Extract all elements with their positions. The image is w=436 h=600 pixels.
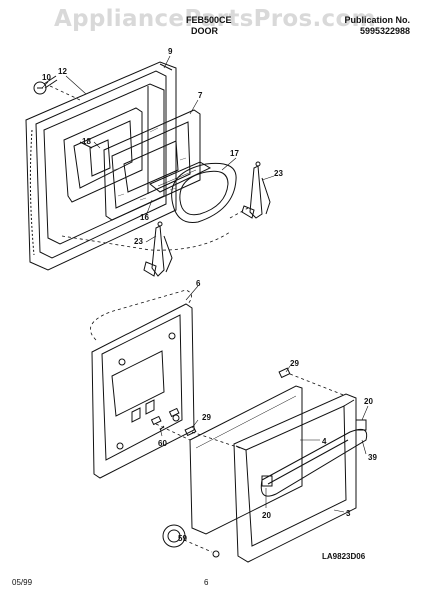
rubber-bumper	[162, 524, 220, 558]
plug-upper	[278, 367, 291, 379]
callout-29-upper: 29	[290, 359, 299, 368]
callout-23-lower: 23	[134, 237, 143, 246]
model-number: FEB500CE	[186, 15, 232, 25]
plug-lower	[184, 425, 197, 437]
door-handle	[260, 428, 368, 497]
drawing-id: LA9823D06	[322, 552, 366, 561]
callout-4: 4	[322, 437, 327, 446]
callout-20-right: 20	[364, 397, 373, 406]
publication-number: 5995322988	[359, 26, 410, 36]
footer-page-number: 6	[204, 578, 209, 587]
callout-9: 9	[168, 47, 173, 56]
door-hinge-left	[143, 221, 173, 277]
window-bracket	[79, 139, 111, 177]
callout-6: 6	[196, 279, 201, 288]
callout-29-lower: 29	[202, 413, 211, 422]
watermark: AppliancePartsPros.com	[54, 6, 376, 32]
door-back-panel	[91, 303, 195, 479]
callout-17: 17	[230, 149, 239, 158]
panel-connector-line	[90, 289, 192, 341]
window-glass	[149, 161, 212, 193]
callout-59: 59	[178, 534, 187, 543]
window-gasket	[171, 162, 237, 224]
callout-3: 3	[346, 509, 351, 518]
callout-23-upper: 23	[274, 169, 283, 178]
callout-7: 7	[198, 91, 203, 100]
handle-end-cap-left	[261, 475, 273, 487]
section-title: DOOR	[191, 26, 218, 36]
handle-end-cap-right	[355, 419, 367, 431]
assembly-lines-upper	[49, 85, 249, 251]
callout-10: 10	[42, 73, 51, 82]
footer-date: 05/99	[12, 578, 33, 587]
door-liner	[103, 109, 201, 221]
callout-18: 18	[82, 137, 91, 146]
leader-lines	[41, 55, 369, 513]
callout-labels: 9 12 10 7 18 17 23 16 23 6 29 29 60 20 4…	[42, 47, 377, 543]
door-hinge-right	[241, 161, 271, 219]
outer-door	[233, 393, 357, 563]
publication-label: Publication No.	[344, 15, 410, 25]
callout-60: 60	[158, 439, 167, 448]
screw	[33, 75, 58, 95]
callout-39: 39	[368, 453, 377, 462]
callout-20-left: 20	[262, 511, 271, 520]
panel-clips	[150, 407, 180, 431]
assembly-lines-lower	[155, 373, 347, 449]
outer-door-frame	[25, 61, 177, 271]
callout-12: 12	[58, 67, 67, 76]
callout-16: 16	[140, 213, 149, 222]
outer-glass	[189, 385, 303, 535]
